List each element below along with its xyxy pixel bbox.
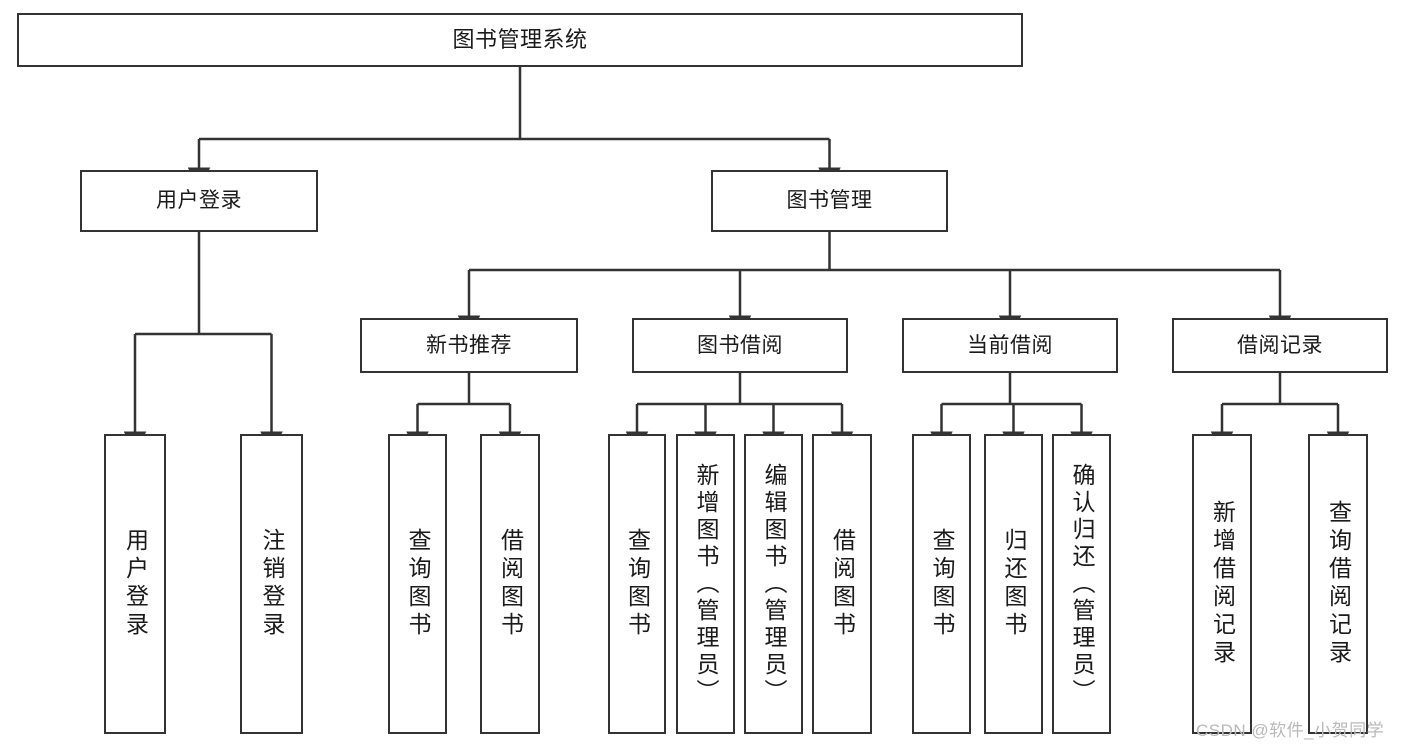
node-label: 图书借阅 — [697, 333, 783, 357]
node-label: 新增借阅记录 — [1209, 500, 1236, 668]
node-leaf-add-book[interactable]: 新增图书（管理员） — [676, 434, 735, 734]
node-label: 归还图书 — [1001, 528, 1027, 640]
node-leaf-query-book-3[interactable]: 查询图书 — [912, 434, 971, 734]
node-user-login[interactable]: 用户登录 — [80, 170, 318, 232]
node-label: 用户登录 — [122, 528, 149, 640]
node-leaf-query-borrow-record[interactable]: 查询借阅记录 — [1308, 434, 1368, 734]
node-label: 查询图书 — [624, 528, 651, 640]
node-label: 图书管理系统 — [452, 26, 588, 52]
node-leaf-user-logout[interactable]: 注销登录 — [240, 434, 303, 734]
node-label: 借阅图书 — [829, 528, 856, 640]
node-leaf-confirm-return[interactable]: 确认归还（管理员） — [1052, 434, 1111, 734]
node-root[interactable]: 图书管理系统 — [17, 13, 1023, 67]
node-leaf-add-borrow-record[interactable]: 新增借阅记录 — [1192, 434, 1252, 734]
watermark-label: CSDN @软件_小贺同学 — [1196, 721, 1385, 740]
node-leaf-query-book-2[interactable]: 查询图书 — [608, 434, 666, 734]
node-label: 确认归还（管理员） — [1069, 462, 1095, 706]
node-leaf-edit-book[interactable]: 编辑图书（管理员） — [744, 434, 803, 734]
node-label: 借阅记录 — [1237, 333, 1323, 357]
node-label: 查询图书 — [929, 528, 955, 640]
node-label: 新书推荐 — [426, 333, 512, 357]
node-label: 新增图书（管理员） — [693, 462, 719, 706]
node-leaf-borrow-book-1[interactable]: 借阅图书 — [480, 434, 540, 734]
node-label: 用户登录 — [156, 189, 242, 213]
node-leaf-return-book[interactable]: 归还图书 — [984, 434, 1043, 734]
node-label: 图书管理 — [786, 189, 873, 213]
node-leaf-user-login[interactable]: 用户登录 — [104, 434, 166, 734]
node-label: 查询图书 — [405, 528, 431, 640]
node-leaf-query-book-1[interactable]: 查询图书 — [388, 434, 447, 734]
node-label: 查询借阅记录 — [1325, 500, 1352, 668]
node-book-manage[interactable]: 图书管理 — [711, 170, 948, 232]
node-label: 借阅图书 — [497, 528, 524, 640]
node-label: 注销登录 — [259, 528, 285, 640]
node-label: 当前借阅 — [967, 333, 1053, 357]
edges-group — [123, 67, 1350, 454]
node-book-borrow[interactable]: 图书借阅 — [632, 318, 848, 373]
node-leaf-borrow-book-2[interactable]: 借阅图书 — [812, 434, 872, 734]
node-new-book-recommend[interactable]: 新书推荐 — [360, 318, 578, 373]
node-current-borrow[interactable]: 当前借阅 — [902, 318, 1118, 373]
node-label: 编辑图书（管理员） — [761, 462, 787, 706]
node-borrow-record[interactable]: 借阅记录 — [1172, 318, 1388, 373]
